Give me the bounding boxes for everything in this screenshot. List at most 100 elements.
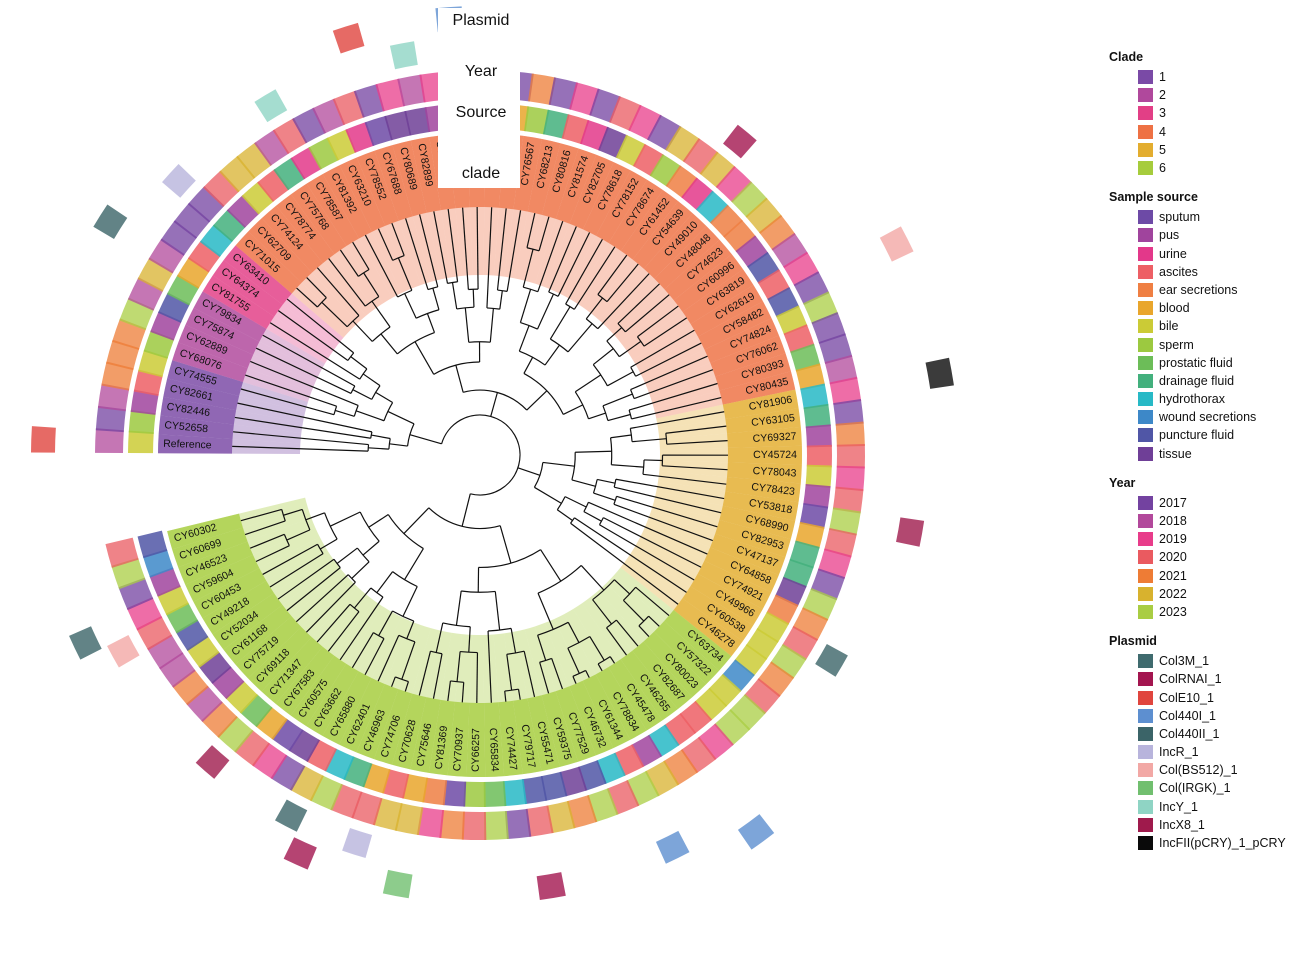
tip-branch: [637, 305, 679, 338]
clade-band-outer: [727, 426, 802, 448]
source-cell: [632, 143, 665, 177]
clade-band-outer: [682, 586, 754, 642]
clade-band-outer: [498, 700, 523, 777]
internal-arc: [346, 315, 360, 328]
internal-arc: [523, 372, 564, 415]
source-cell: [695, 190, 729, 224]
legend-item-source: drainage fluid: [1105, 372, 1299, 390]
tip-branch: [476, 652, 479, 703]
plasmid-cell: [879, 226, 914, 262]
legend-item-year: 2022: [1105, 585, 1299, 603]
internal-branch: [380, 333, 398, 355]
clade-band-outer: [235, 616, 302, 679]
internal-branch: [632, 438, 667, 443]
legend-swatch: [1138, 568, 1153, 583]
internal-arc: [630, 366, 637, 377]
internal-branch: [540, 549, 562, 582]
year-cell: [201, 701, 238, 738]
year-cell: [270, 754, 306, 791]
legend-swatch: [1138, 781, 1153, 796]
internal-branch: [378, 610, 394, 636]
internal-arc: [550, 338, 569, 353]
year-cell: [372, 797, 403, 831]
year-cell: [236, 142, 273, 179]
internal-arc: [570, 517, 575, 524]
year-cell: [548, 77, 579, 110]
internal-branch: [406, 620, 415, 639]
clade-band-outer: [608, 659, 663, 731]
source-cell: [199, 224, 233, 257]
clade-band-outer: [682, 269, 754, 325]
source-cell: [176, 257, 210, 289]
source-cell: [747, 251, 780, 284]
legend-item-plasmid: ColRNAI_1: [1105, 670, 1299, 688]
plasmid-cell: [283, 837, 317, 870]
tip-branch: [476, 207, 479, 290]
tip-branch: [295, 574, 349, 623]
clade-band-outer: [620, 650, 678, 721]
ring-label-gap: [438, 8, 520, 188]
internal-branch: [435, 622, 444, 653]
legend-swatch: [1138, 228, 1153, 243]
tip-branch: [377, 635, 400, 682]
tip-label: CY81369: [433, 725, 451, 770]
legend-item-source: puncture fluid: [1105, 426, 1299, 444]
legend-item-clade: 6: [1105, 159, 1299, 177]
year-cell: [394, 803, 424, 836]
legend-swatch: [1138, 355, 1153, 370]
internal-branch: [567, 647, 580, 674]
tip-branch: [255, 347, 352, 394]
tip-branch: [390, 676, 396, 687]
internal-arc: [460, 650, 478, 654]
internal-arc: [583, 502, 589, 512]
clade-band-outer: [725, 476, 801, 503]
year-cell: [254, 129, 290, 166]
internal-branch: [622, 599, 645, 622]
clade-band-outer: [704, 318, 779, 363]
tip-branch: [306, 581, 356, 633]
legend-swatch: [1138, 337, 1153, 352]
legend-item-year: 2020: [1105, 548, 1299, 566]
legend-swatch: [1138, 550, 1153, 565]
source-cell: [735, 235, 769, 268]
legend-label: 3: [1159, 106, 1166, 121]
clade-band-outer: [235, 231, 302, 294]
tip-branch: [286, 298, 355, 354]
source-cell: [442, 780, 467, 807]
source-cell: [241, 181, 275, 215]
year-cell: [111, 557, 146, 590]
source-cell: [212, 209, 246, 243]
internal-branch: [592, 348, 614, 366]
source-cell: [721, 659, 755, 693]
legend-swatch: [1138, 495, 1153, 510]
tip-branch: [557, 232, 591, 297]
internal-branch: [523, 357, 534, 374]
source-cell: [521, 775, 548, 805]
legend-label: Col(IRGK)_1: [1159, 781, 1231, 796]
legend-label: sperm: [1159, 337, 1194, 352]
tip-branch: [642, 473, 727, 485]
tip-branch: [597, 254, 628, 295]
clade-band-outer: [185, 554, 260, 602]
internal-branch: [401, 641, 416, 680]
internal-branch: [564, 496, 587, 508]
clade-band-outer: [582, 674, 631, 749]
internal-arc: [567, 636, 591, 649]
internal-branch: [494, 591, 501, 631]
legend-swatch: [1138, 726, 1153, 741]
internal-branch: [567, 323, 593, 353]
clade-band-outer: [223, 604, 292, 665]
legend-label: IncX8_1: [1159, 817, 1205, 832]
tip-branch: [277, 558, 335, 600]
clade-band-outer: [410, 697, 441, 773]
source-cell: [128, 430, 154, 454]
legend-label: ColE10_1: [1159, 690, 1214, 705]
year-cell: [713, 709, 751, 746]
legend-swatch: [1138, 319, 1153, 334]
tip-branch: [351, 632, 374, 668]
internal-arc: [427, 286, 438, 291]
clade-band-outer: [356, 150, 399, 226]
internal-branch: [456, 651, 461, 682]
legend-plasmid-title: Plasmid: [1109, 634, 1157, 649]
source-cell: [364, 115, 393, 147]
